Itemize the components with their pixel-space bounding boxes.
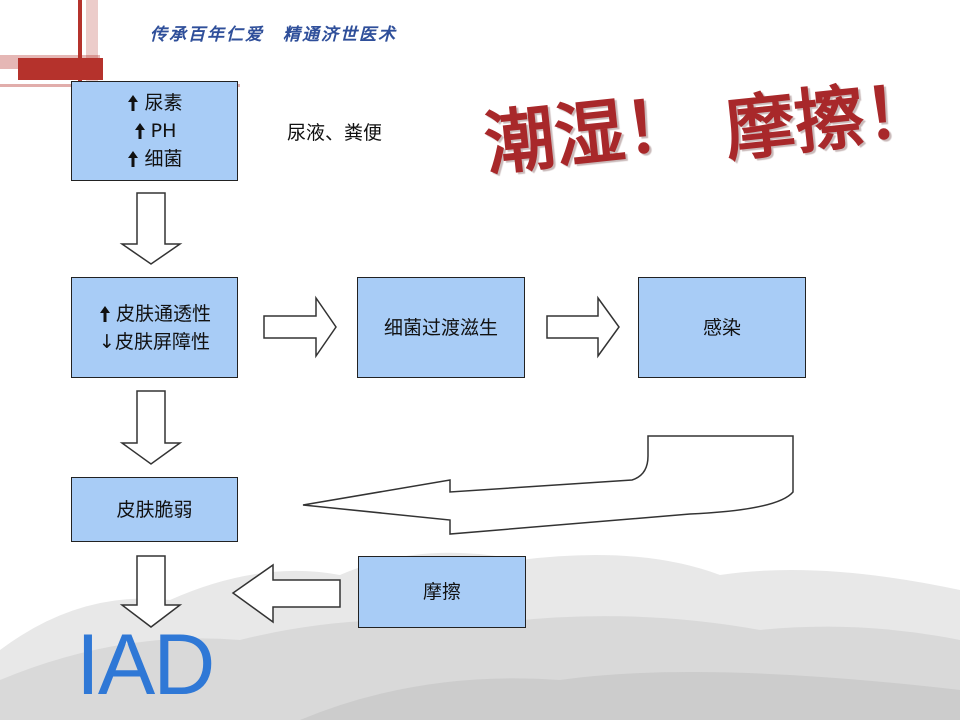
skin-change-box: 皮肤通透性 ↓皮肤屏障性: [71, 277, 238, 378]
bacteria-box: 细菌过渡滋生: [357, 277, 525, 378]
cause-line-bacteria: 细菌: [126, 145, 183, 173]
arrow-up-icon: [134, 123, 145, 139]
fragile-skin-label: 皮肤脆弱: [116, 498, 193, 521]
arrow-up-icon: [128, 151, 139, 167]
infection-box: 感染: [638, 277, 806, 378]
infection-label: 感染: [702, 316, 741, 339]
arrow-left-friction: [231, 563, 341, 624]
motto-header: 传承百年仁爱 精通济世医术: [150, 25, 397, 45]
arrow-up-icon: [99, 305, 110, 322]
arrow-up-icon: [128, 95, 139, 111]
arrow-down-3: [119, 555, 183, 628]
curved-return-arrow: [302, 435, 794, 535]
arrow-down-1: [119, 192, 183, 265]
cause-label: 尿素: [144, 92, 183, 114]
skin-permeability-label: 皮肤通透性: [115, 302, 211, 325]
skin-barrier-label: ↓皮肤屏障性: [99, 330, 210, 353]
cause-label: 细菌: [144, 148, 183, 170]
friction-label: 摩擦: [422, 581, 461, 603]
arrow-right-1: [263, 295, 337, 359]
arrow-right-2: [546, 295, 620, 359]
cause-label: PH: [150, 120, 177, 142]
bacteria-label: 细菌过渡滋生: [383, 316, 498, 339]
cause-box: 尿素 PH 细菌: [71, 81, 238, 181]
skin-barrier-line: ↓皮肤屏障性: [99, 328, 210, 356]
iad-label: IAD: [76, 617, 215, 713]
skin-permeability-line: 皮肤通透性: [98, 300, 211, 328]
source-note: 尿液、粪便: [287, 122, 383, 144]
cause-line-urea: 尿素: [126, 89, 183, 117]
arrow-down-2: [119, 390, 183, 465]
cause-line-ph: PH: [133, 117, 177, 145]
fragile-skin-box: 皮肤脆弱: [71, 477, 238, 542]
friction-box: 摩擦: [358, 556, 526, 628]
